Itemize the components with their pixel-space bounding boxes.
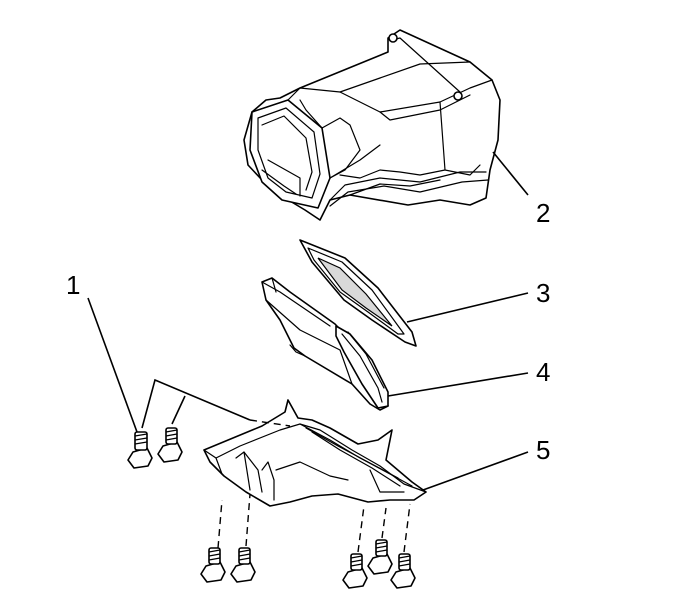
leader-lines [87,151,529,491]
lower-bracket [203,399,427,507]
screw-left-2 [157,427,183,463]
leader-line-3 [406,292,529,323]
assembly-lines [141,378,411,553]
screw-bottom-4 [367,539,393,575]
duct-housing [243,29,501,221]
leader-line-1 [87,297,138,433]
leader-line-4 [387,372,529,397]
leader-line-2 [492,151,529,196]
screw-bottom-2 [230,547,256,583]
leader-line-5 [422,451,529,491]
screw-bottom-5 [390,553,416,589]
screw-bottom-3 [342,553,368,589]
seal-gasket [299,239,417,347]
callout-4: 4 [536,357,550,387]
callout-1: 1 [66,270,80,300]
screw-bottom-1 [200,547,226,583]
callout-3: 3 [536,278,550,308]
filter-element [261,277,389,411]
screw-left-1 [127,431,153,469]
callout-2: 2 [536,198,550,228]
callout-5: 5 [536,435,550,465]
